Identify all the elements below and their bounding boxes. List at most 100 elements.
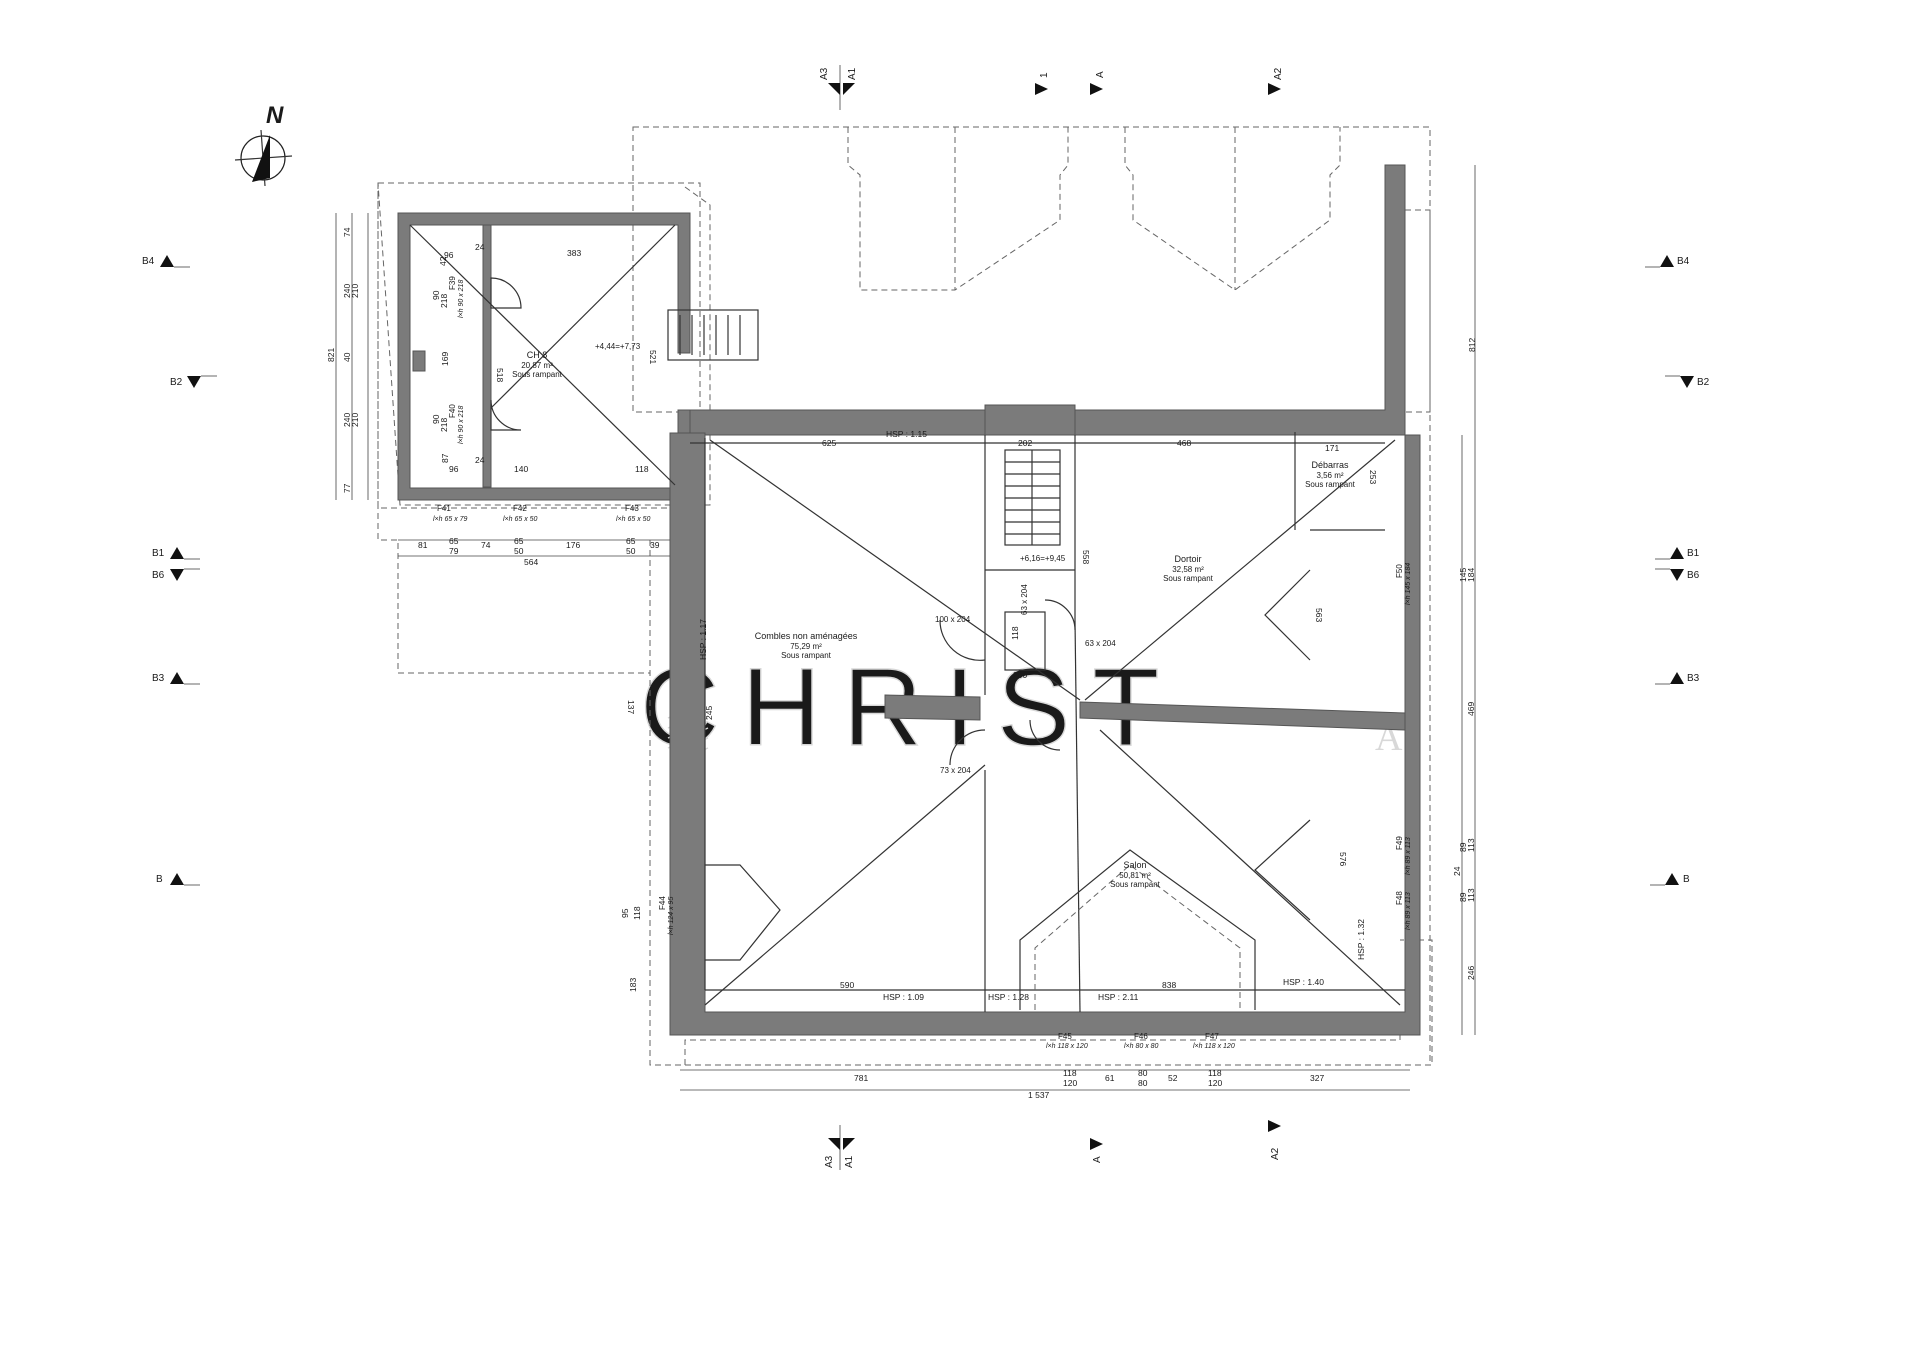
section-markers-bottom: A3 A1 A A2 — [824, 1120, 1281, 1170]
dim-left-74: 74 — [342, 227, 352, 237]
dim-ch8-118: 118 — [635, 464, 649, 474]
doors — [490, 277, 1076, 766]
door-size-3: 63 x 204 — [1085, 639, 1116, 648]
section-b2-right: B2 — [1697, 377, 1710, 388]
section-b6-left: B6 — [152, 570, 165, 581]
section-b3-right-icon — [1670, 672, 1684, 684]
side-dormer-2 — [1264, 569, 1311, 661]
dim-r-184: 184 — [1466, 568, 1476, 582]
dim-r-145: 145 — [1458, 568, 1468, 582]
exterior-stair — [667, 309, 759, 361]
dim-main-838: 838 — [1162, 980, 1176, 990]
window-f40-size: l×h 90 x 218 — [458, 406, 465, 444]
dim-left-77: 77 — [342, 483, 352, 493]
section-a2-bot-icon — [1268, 1120, 1281, 1132]
section-b3-right: B3 — [1687, 673, 1700, 684]
salon-wall-left — [1074, 619, 1081, 1013]
window-f49-size: l×h 89 x 113 — [1405, 837, 1412, 875]
roof-outline-top — [632, 126, 1431, 413]
dim-main-468: 468 — [1177, 438, 1191, 448]
dim-r-113a: 113 — [1466, 838, 1476, 852]
room-debarras-note: Sous rampant — [1305, 480, 1356, 489]
window-f50-size: l×h 145 x 184 — [1405, 563, 1412, 605]
dim-main-202: 202 — [1018, 438, 1032, 448]
dim-left-240a: 240 — [342, 284, 352, 298]
wall-ch8-pier — [412, 350, 426, 372]
room-ch8-level: +4,44=+7,73 — [595, 342, 641, 351]
section-a3-top: A3 — [819, 67, 830, 80]
section-a-top-icon — [1090, 83, 1103, 95]
door-size-1: 100 x 204 — [935, 615, 971, 624]
dim-bot-52: 52 — [1168, 1073, 1178, 1083]
window-f47-label: F47 — [1205, 1032, 1219, 1041]
window-labels: F41 l×h 65 x 79 F42 l×h 65 x 50 F43 l×h … — [433, 276, 1412, 1050]
window-f41-label: F41 — [437, 504, 451, 513]
room-salon-note: Sous rampant — [1110, 880, 1161, 889]
dim-main-200: 200 — [1013, 670, 1027, 680]
section-b6-right-icon — [1670, 569, 1684, 581]
hsp-right: HSP : 1.32 — [1356, 919, 1366, 960]
hip-3 — [1099, 729, 1401, 1006]
window-f46-label: F46 — [1134, 1032, 1148, 1041]
roof-outline-ch8-inner — [377, 182, 711, 506]
hsp-bottom-center: HSP : 2.11 — [1098, 992, 1139, 1002]
section-a-bot-icon — [1090, 1138, 1103, 1150]
section-b-left: B — [156, 874, 163, 885]
section-b6-left-icon — [170, 569, 184, 581]
window-f47-size: l×h 118 x 120 — [1193, 1043, 1235, 1050]
door-size-4: 73 x 204 — [940, 766, 971, 775]
ch8-hip-1 — [409, 224, 676, 486]
wall-center-left — [884, 694, 981, 721]
section-a-top: A — [1095, 71, 1106, 78]
dims-left: 74 210 240 821 40 210 240 77 — [326, 213, 369, 500]
section-b4-left-icon — [160, 255, 174, 267]
dim-ch8-top: 383 — [567, 248, 581, 258]
dim-main-253: 253 — [1368, 470, 1378, 484]
dim-ch8-96b: 96 — [449, 464, 459, 474]
dim-left-821: 821 — [326, 348, 336, 362]
room-salon-name: Salon — [1123, 860, 1146, 870]
room-ch8-area: 20,87 m² — [521, 361, 553, 370]
dim-main-563: 563 — [1314, 608, 1324, 622]
dim-left-40: 40 — [342, 352, 352, 362]
window-f45-size: l×h 118 x 120 — [1046, 1043, 1088, 1050]
dim-main-118v: 118 — [632, 906, 642, 920]
room-ch8-name: CH 8 — [527, 350, 548, 360]
dim-ch8-521: 521 — [648, 350, 658, 364]
interior-lines — [409, 224, 1405, 1013]
dim-main-245: 245 — [704, 706, 714, 720]
section-a2-top: A2 — [1273, 67, 1284, 80]
room-dortoir-name: Dortoir — [1174, 554, 1201, 564]
window-f44-label: F44 — [658, 896, 667, 910]
dim-bot-327: 327 — [1310, 1073, 1324, 1083]
dims-main: 625 202 468 171 253 558 245 118 200 563 … — [620, 438, 1378, 992]
dim-ch8-87: 87 — [440, 453, 450, 463]
dim-bot-80a: 80 — [1138, 1068, 1148, 1078]
door-labels: 100 x 204 63 x 204 63 x 204 73 x 204 — [935, 584, 1116, 775]
room-combles-name: Combles non aménagées — [755, 631, 858, 641]
north-label: N — [266, 102, 284, 129]
shower-box — [1004, 611, 1046, 671]
dim-ch8-218a: 218 — [439, 294, 449, 308]
dim-ch8-90b: 90 — [431, 414, 441, 424]
section-a1-top: A1 — [847, 67, 858, 80]
dim-main-171: 171 — [1325, 443, 1339, 453]
hip-2 — [704, 764, 986, 1006]
roof-outline-bottom — [649, 540, 1433, 1066]
dim-left-240b: 240 — [342, 413, 352, 427]
door-swing-2 — [1044, 599, 1076, 631]
door-swing-ch8-2 — [490, 399, 522, 431]
north-arrow: N — [234, 102, 293, 187]
dim-left-210a: 210 — [350, 284, 360, 298]
section-b1-right: B1 — [1687, 548, 1700, 559]
section-b2-left: B2 — [170, 377, 183, 388]
section-b4-right-icon — [1660, 255, 1674, 267]
dim-b-74: 74 — [481, 540, 491, 550]
door-swing-3 — [1029, 719, 1061, 751]
window-f45-label: F45 — [1058, 1032, 1072, 1041]
dim-r-24: 24 — [1452, 866, 1462, 876]
window-f48-size: l×h 89 x 113 — [1405, 892, 1412, 930]
north-arrow-icon — [252, 135, 270, 182]
dim-bot-781: 781 — [854, 1073, 868, 1083]
window-f43-size: l×h 65 x 50 — [616, 516, 651, 523]
